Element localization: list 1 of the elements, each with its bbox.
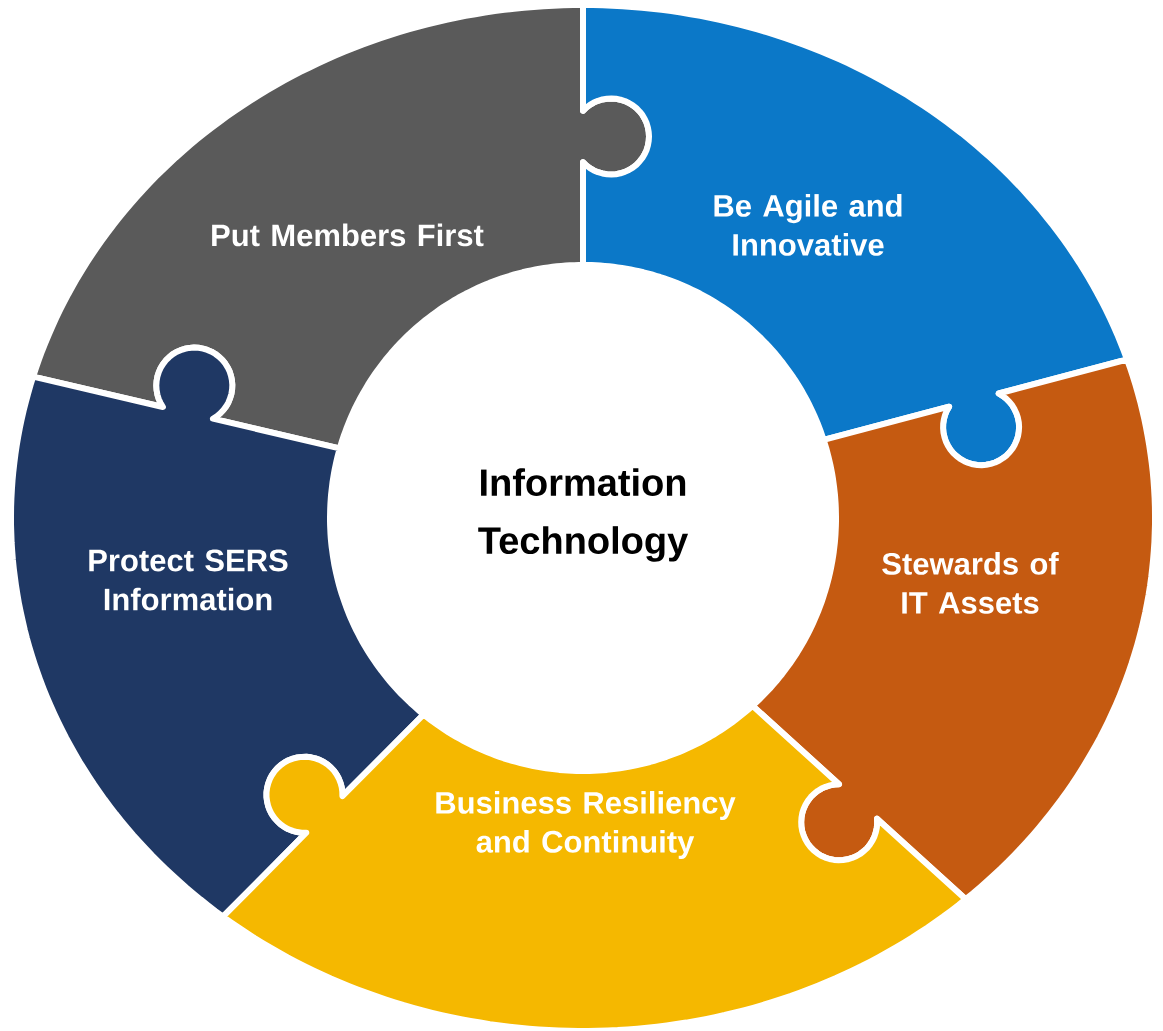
center-label: Information Technology	[478, 468, 689, 562]
